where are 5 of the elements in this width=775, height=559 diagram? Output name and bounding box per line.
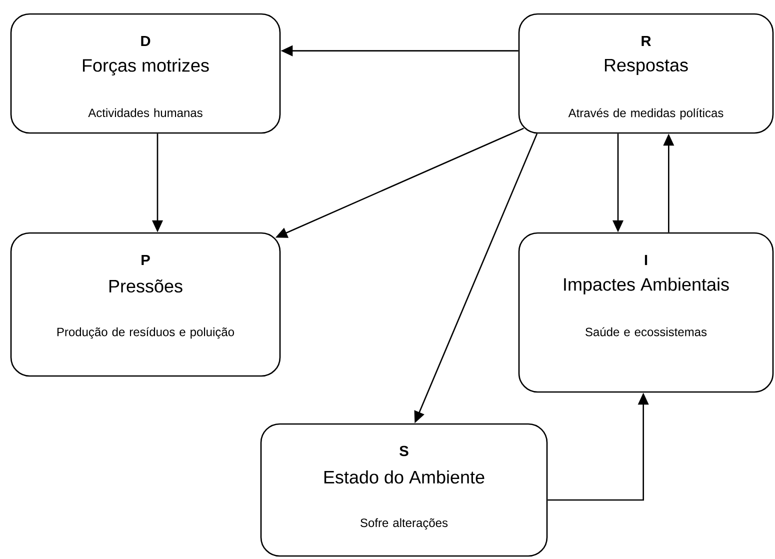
process-box: P Pressões Produção de resíduos e poluição [10,232,281,377]
process-box: S Estado do Ambiente Sofre alterações [260,423,548,557]
process-box: R Respostas Através de medidas políticas [518,13,774,134]
process-box: I Impactes Ambientais Saúde e ecossistemas [518,232,774,393]
process-box: D Forças motrizes Actividades humanas [10,13,281,134]
